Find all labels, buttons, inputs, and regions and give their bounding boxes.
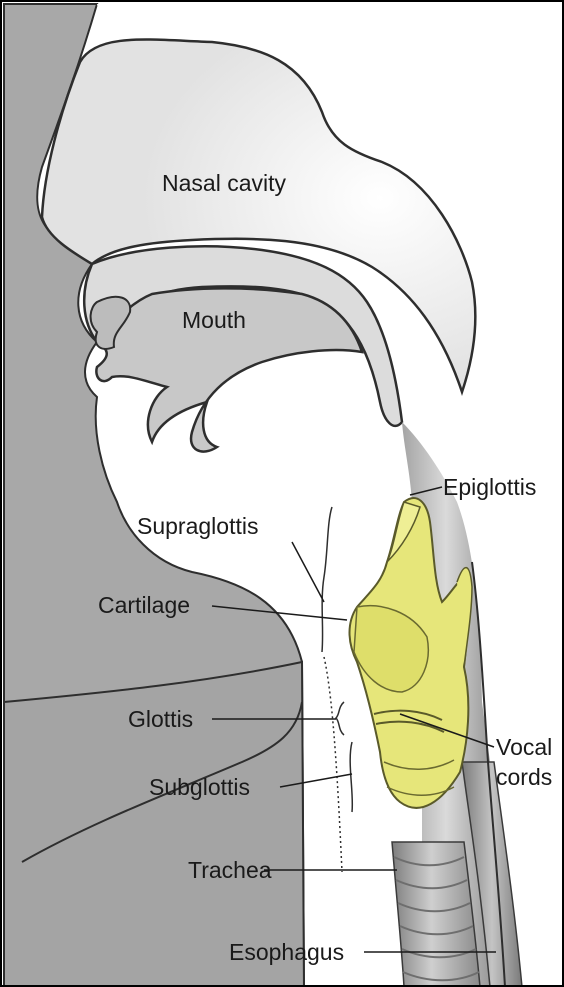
label-vocal-cords-line1: Vocal — [496, 734, 552, 760]
glottis-bracket — [336, 702, 344, 735]
subglottis-bracket — [350, 742, 352, 812]
supraglottis-bracket — [322, 507, 332, 652]
supraglottis-leader — [292, 542, 324, 602]
label-supraglottis: Supraglottis — [137, 513, 258, 539]
label-nasal-cavity: Nasal cavity — [162, 170, 286, 196]
airway-front-wall — [324, 657, 342, 872]
label-trachea: Trachea — [188, 857, 272, 883]
label-mouth: Mouth — [182, 307, 246, 333]
label-cartilage: Cartilage — [98, 592, 190, 618]
label-esophagus: Esophagus — [229, 939, 344, 965]
label-epiglottis: Epiglottis — [443, 474, 536, 500]
label-vocal-cords-line2: cords — [496, 764, 552, 790]
label-glottis: Glottis — [128, 706, 193, 732]
trachea — [392, 842, 480, 987]
label-subglottis: Subglottis — [149, 774, 250, 800]
